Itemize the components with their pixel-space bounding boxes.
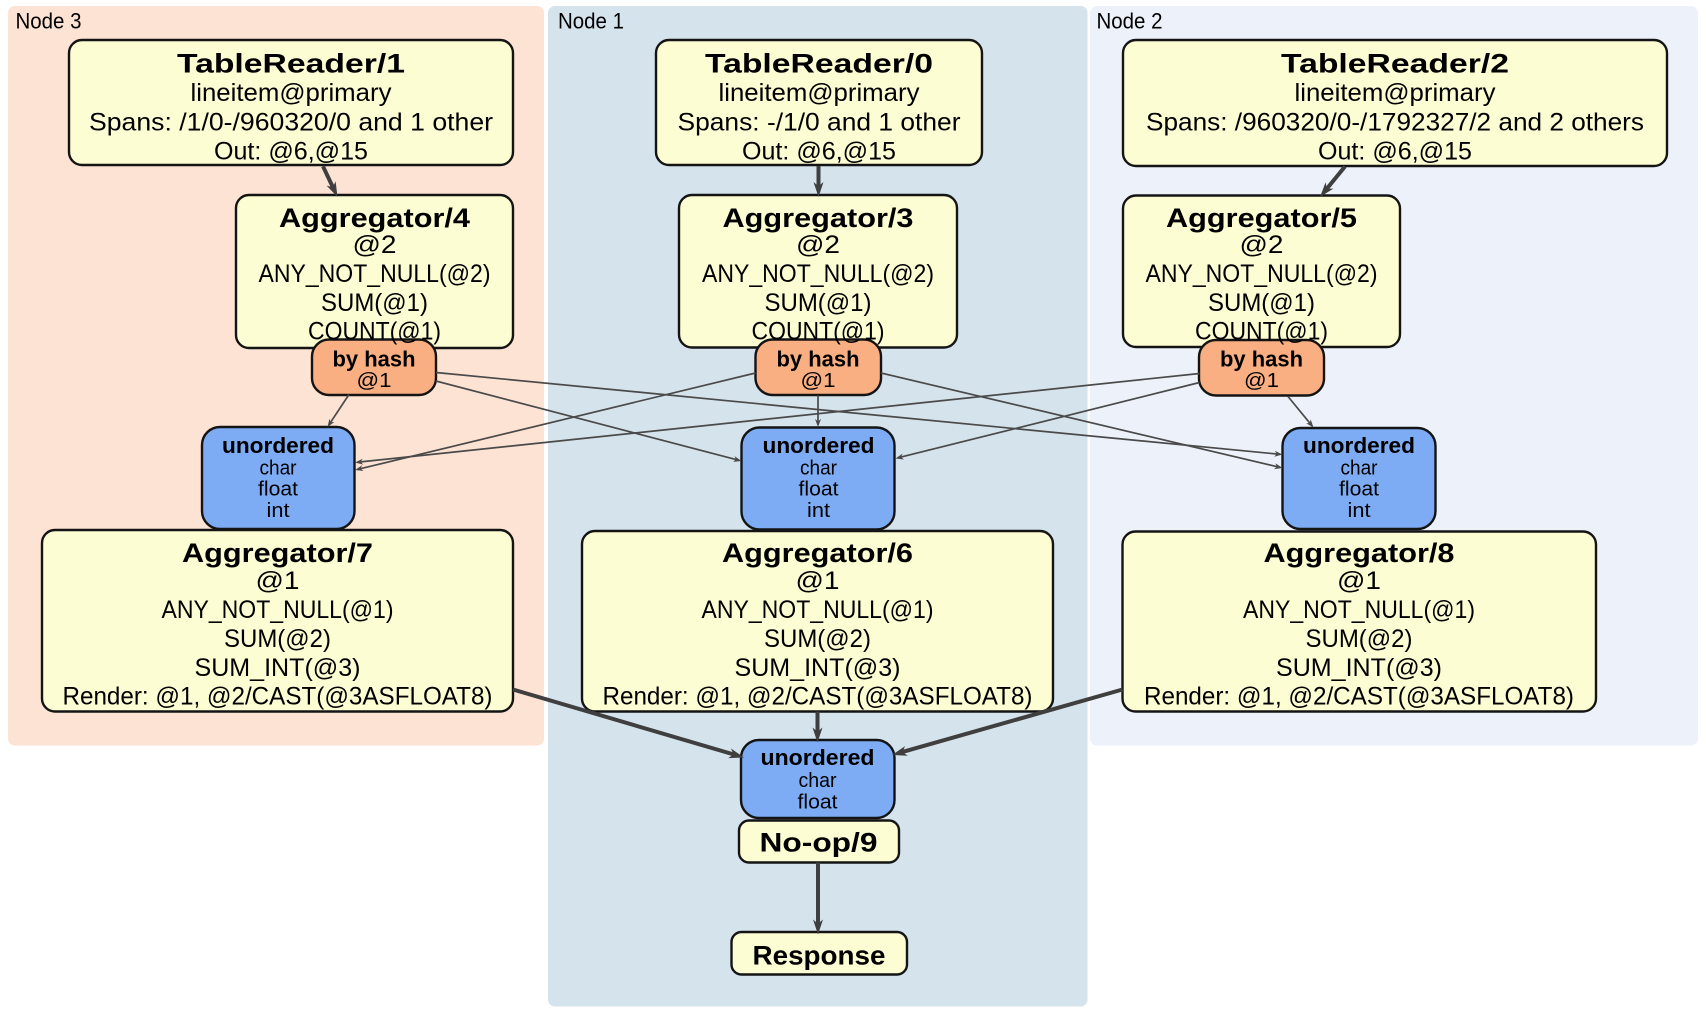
svg-text:by hash: by hash — [1220, 347, 1303, 372]
svg-text:No-op/9: No-op/9 — [760, 828, 878, 858]
svg-text:ANY_NOT_NULL(@1): ANY_NOT_NULL(@1) — [702, 596, 934, 624]
svg-text:Node 2: Node 2 — [1097, 9, 1163, 34]
svg-text:float: float — [258, 479, 298, 501]
svg-text:@1: @1 — [357, 370, 392, 392]
svg-text:Render: @1, @2/CAST(@3ASFLOAT8: Render: @1, @2/CAST(@3ASFLOAT8) — [603, 683, 1033, 711]
svg-text:Out: @6,@15: Out: @6,@15 — [742, 138, 896, 166]
svg-text:SUM(@1): SUM(@1) — [321, 289, 428, 317]
svg-text:int: int — [807, 500, 830, 522]
svg-text:float: float — [799, 479, 839, 501]
svg-text:int: int — [1348, 500, 1371, 522]
svg-text:int: int — [267, 500, 290, 522]
svg-text:Spans: /1/0-/960320/0 and 1 ot: Spans: /1/0-/960320/0 and 1 other — [89, 109, 493, 137]
svg-text:unordered: unordered — [761, 745, 875, 770]
svg-text:COUNT(@1): COUNT(@1) — [308, 318, 441, 346]
svg-text:Aggregator/6: Aggregator/6 — [722, 538, 913, 568]
svg-text:ANY_NOT_NULL(@1): ANY_NOT_NULL(@1) — [162, 596, 394, 624]
svg-text:Aggregator/4: Aggregator/4 — [279, 203, 470, 233]
svg-text:@2: @2 — [1240, 231, 1284, 259]
svg-text:ANY_NOT_NULL(@2): ANY_NOT_NULL(@2) — [1146, 260, 1378, 288]
svg-text:ANY_NOT_NULL(@2): ANY_NOT_NULL(@2) — [702, 260, 934, 288]
svg-text:Render: @1, @2/CAST(@3ASFLOAT8: Render: @1, @2/CAST(@3ASFLOAT8) — [1144, 683, 1574, 711]
svg-text:ANY_NOT_NULL(@2): ANY_NOT_NULL(@2) — [259, 260, 491, 288]
svg-text:@1: @1 — [796, 567, 840, 595]
svg-text:lineitem@primary: lineitem@primary — [191, 79, 393, 107]
svg-text:Response: Response — [753, 940, 886, 970]
svg-text:Spans: /960320/0-/1792327/2 an: Spans: /960320/0-/1792327/2 and 2 others — [1146, 109, 1644, 137]
svg-text:TableReader/0: TableReader/0 — [705, 49, 933, 79]
svg-text:ANY_NOT_NULL(@1): ANY_NOT_NULL(@1) — [1243, 596, 1475, 624]
svg-text:Aggregator/3: Aggregator/3 — [723, 203, 914, 233]
svg-text:char: char — [799, 770, 837, 792]
svg-text:TableReader/1: TableReader/1 — [177, 49, 405, 79]
svg-text:@2: @2 — [353, 231, 397, 259]
svg-text:SUM_INT(@3): SUM_INT(@3) — [1276, 654, 1442, 682]
svg-text:by hash: by hash — [333, 347, 416, 372]
svg-text:Aggregator/7: Aggregator/7 — [182, 538, 373, 568]
svg-text:SUM_INT(@3): SUM_INT(@3) — [735, 654, 901, 682]
svg-text:float: float — [1339, 479, 1379, 501]
svg-text:@1: @1 — [801, 370, 836, 392]
svg-text:@1: @1 — [1244, 370, 1279, 392]
svg-text:by hash: by hash — [777, 347, 860, 372]
svg-text:Node 3: Node 3 — [16, 9, 82, 34]
svg-text:unordered: unordered — [763, 433, 875, 458]
svg-text:COUNT(@1): COUNT(@1) — [752, 318, 885, 346]
svg-text:Node 1: Node 1 — [558, 9, 624, 34]
svg-text:SUM(@2): SUM(@2) — [1306, 625, 1413, 653]
svg-text:COUNT(@1): COUNT(@1) — [1195, 318, 1328, 346]
svg-text:char: char — [800, 458, 837, 480]
svg-text:Render: @1, @2/CAST(@3ASFLOAT8: Render: @1, @2/CAST(@3ASFLOAT8) — [63, 683, 493, 711]
svg-text:TableReader/2: TableReader/2 — [1281, 49, 1509, 79]
svg-text:SUM(@1): SUM(@1) — [765, 289, 872, 317]
svg-text:@2: @2 — [796, 231, 840, 259]
svg-text:Aggregator/5: Aggregator/5 — [1166, 203, 1357, 233]
svg-text:Spans: -/1/0 and 1 other: Spans: -/1/0 and 1 other — [678, 109, 961, 137]
svg-text:Out: @6,@15: Out: @6,@15 — [1318, 138, 1472, 166]
svg-text:SUM(@1): SUM(@1) — [1208, 289, 1315, 317]
svg-text:@1: @1 — [1337, 567, 1381, 595]
svg-text:SUM_INT(@3): SUM_INT(@3) — [195, 654, 361, 682]
svg-text:lineitem@primary: lineitem@primary — [719, 79, 921, 107]
svg-text:unordered: unordered — [222, 433, 334, 458]
svg-text:float: float — [798, 792, 838, 814]
svg-text:Aggregator/8: Aggregator/8 — [1264, 538, 1455, 568]
svg-text:SUM(@2): SUM(@2) — [224, 625, 331, 653]
svg-text:char: char — [1341, 458, 1378, 480]
svg-text:char: char — [260, 458, 297, 480]
svg-text:lineitem@primary: lineitem@primary — [1295, 79, 1497, 107]
svg-text:SUM(@2): SUM(@2) — [764, 625, 871, 653]
svg-text:@1: @1 — [256, 567, 300, 595]
svg-text:unordered: unordered — [1303, 433, 1415, 458]
svg-text:Out: @6,@15: Out: @6,@15 — [214, 138, 368, 166]
